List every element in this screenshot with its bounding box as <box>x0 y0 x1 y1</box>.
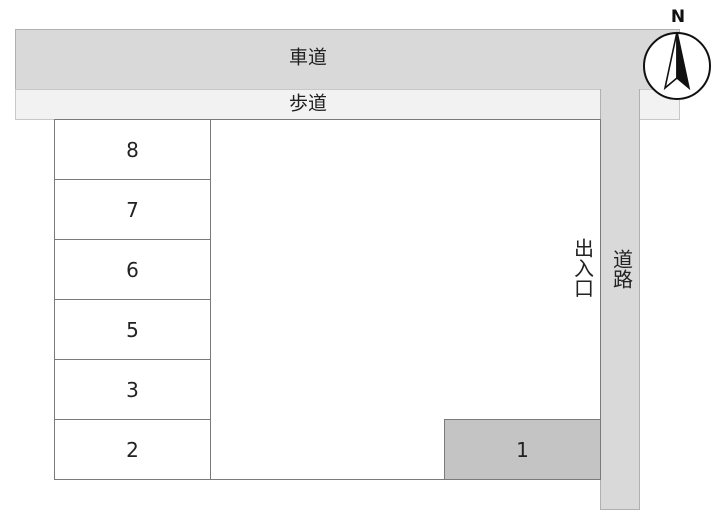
parking-space-8: 8 <box>54 119 211 180</box>
space-number: 8 <box>126 137 139 162</box>
road-label: 車道 <box>288 46 328 69</box>
side-road <box>600 89 640 510</box>
sidewalk <box>15 89 601 120</box>
parking-space-7: 7 <box>54 179 211 240</box>
parking-space-1: 1 <box>444 419 601 480</box>
space-number: 3 <box>126 377 139 402</box>
main-road <box>15 29 640 90</box>
sidewalk-label: 歩道 <box>288 92 328 115</box>
space-number: 1 <box>516 437 529 462</box>
parking-space-2: 2 <box>54 419 211 480</box>
compass-north-label: N <box>671 7 685 27</box>
space-number: 7 <box>126 197 139 222</box>
parking-space-5: 5 <box>54 299 211 360</box>
compass-icon: N <box>643 7 711 100</box>
entrance-label: 出入口 <box>570 238 595 298</box>
space-number: 2 <box>126 437 139 462</box>
side-road-label: 道路 <box>609 249 634 289</box>
north-compass: N <box>640 4 712 104</box>
parking-space-3: 3 <box>54 359 211 420</box>
parking-space-6: 6 <box>54 239 211 300</box>
space-number: 5 <box>126 317 139 342</box>
space-number: 6 <box>126 257 139 282</box>
